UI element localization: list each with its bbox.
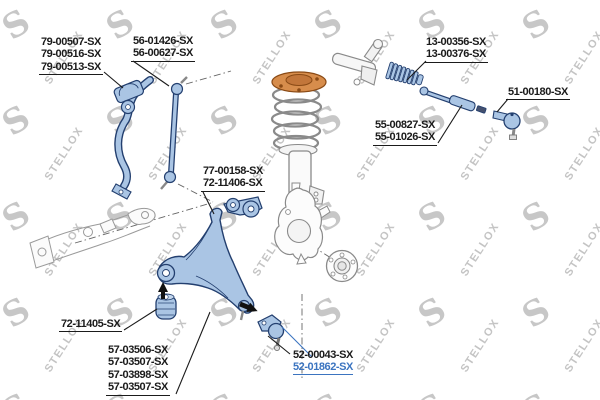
steering-rack-boot	[385, 61, 424, 86]
tie-rod-end	[492, 110, 521, 140]
assembly-arrow-right	[239, 301, 258, 313]
assembly-arrow-up	[158, 282, 168, 299]
wheel-hub	[325, 249, 359, 283]
steering-rack	[331, 38, 521, 140]
steering-knuckle	[274, 182, 331, 265]
part-link-52-01862[interactable]: 52-01862-SX	[293, 361, 353, 375]
stabilizer-link	[160, 76, 188, 190]
coil-spring	[270, 86, 323, 152]
inner-tie-rod	[419, 86, 487, 114]
ball-joint	[257, 314, 285, 352]
control-arm-front-bushing	[155, 293, 177, 320]
ball-joint-link-leader-line	[281, 326, 313, 358]
subframe	[29, 207, 156, 269]
stabilizer-bar-clamp-bushing	[113, 79, 144, 115]
leader-lines	[103, 60, 509, 395]
control-arm-rear-bushing-clamp	[223, 196, 263, 218]
strut-top-mount	[271, 71, 327, 93]
construction-lines	[74, 70, 332, 381]
